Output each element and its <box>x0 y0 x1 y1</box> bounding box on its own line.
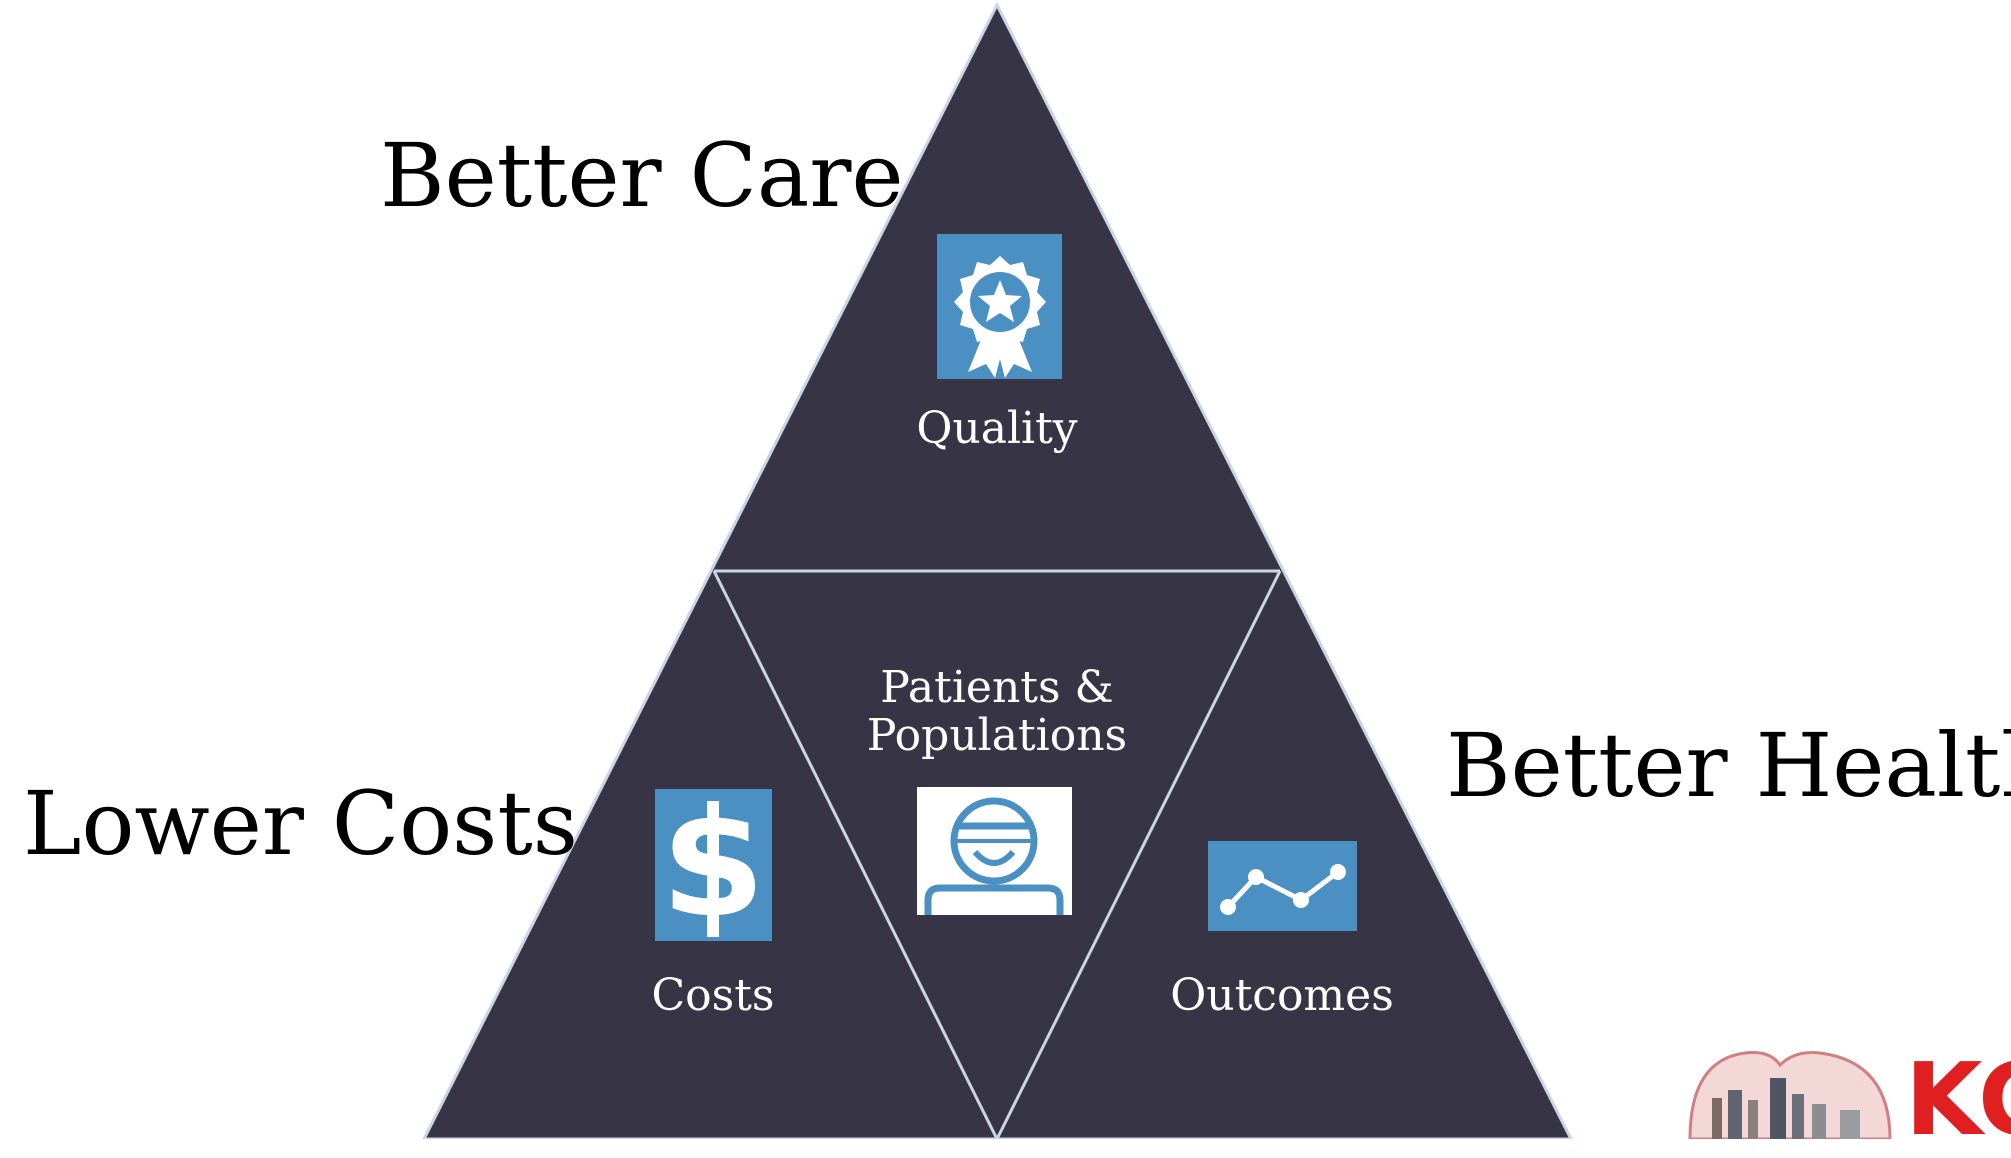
better-care-label: Better Care <box>380 124 904 227</box>
svg-text:$: $ <box>661 777 765 951</box>
line-chart-icon <box>1208 841 1357 931</box>
lower-costs-label: Lower Costs <box>23 772 578 875</box>
kc-logo-graphic <box>1688 1051 1892 1139</box>
patients-label-line2: Populations <box>866 710 1128 762</box>
smiling-person-icon <box>917 787 1072 915</box>
right-divider <box>995 570 1282 1139</box>
costs-label: Costs <box>651 970 775 1021</box>
outcomes-label: Outcomes <box>1170 970 1394 1021</box>
kc-logo-text: KC <box>1905 1041 2011 1158</box>
patients-populations-label: Patients & Populations <box>847 662 1147 762</box>
better-health-label: Better Health <box>1446 714 2011 817</box>
quality-label: Quality <box>916 403 1078 454</box>
award-ribbon-icon <box>937 234 1062 379</box>
dollar-sign-icon: $ <box>655 777 772 951</box>
left-divider <box>712 570 999 1139</box>
patients-label-line1: Patients & <box>880 662 1114 713</box>
